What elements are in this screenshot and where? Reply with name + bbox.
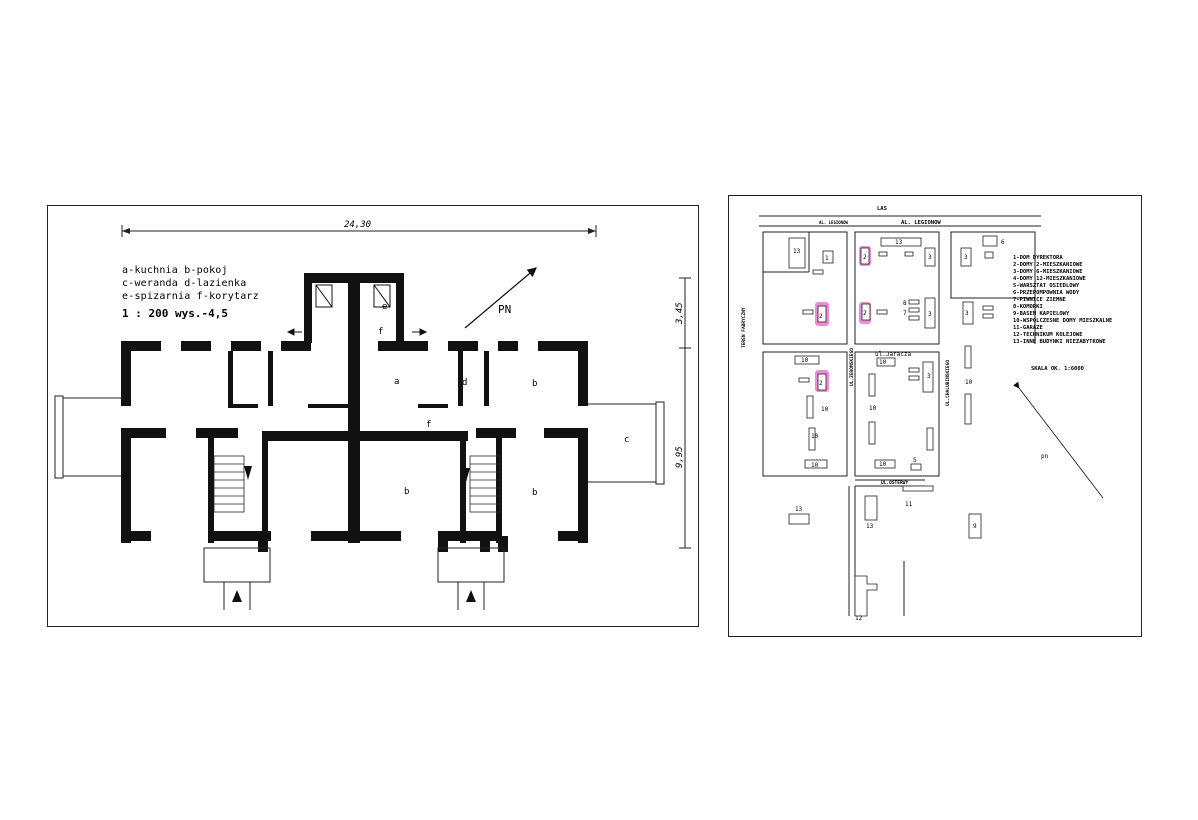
num-12: 12 xyxy=(855,615,863,622)
num-10-g: 10 xyxy=(879,461,887,468)
floor-plan-drawing: a-kuchnia b-pokoj c-weranda d-lazienka e… xyxy=(54,220,691,610)
legend-12: 12-TECHNIKUM KOLEJOWE xyxy=(1013,332,1083,338)
chimney-flues xyxy=(315,284,391,308)
street-chalubinskiego: UL.CHALUBINSKIEGO xyxy=(945,360,951,406)
num-13-d: 13 xyxy=(866,523,874,530)
height-dimension: 3,45 9,95 xyxy=(675,277,691,549)
legend-4: 4-DOMY 12-MIESZKANIOWE xyxy=(1013,276,1086,282)
room-label-b-2: b xyxy=(404,487,409,497)
room-label-e: e xyxy=(382,302,387,312)
num-10-b: 10 xyxy=(821,406,829,413)
num-10-d: 10 xyxy=(811,462,819,469)
num-3-b: 3 xyxy=(964,254,968,261)
room-label-b-1: b xyxy=(532,379,537,389)
scale-label: 1 : 200 wys.-4,5 xyxy=(122,307,228,320)
staircases xyxy=(213,455,501,513)
north-label: PN xyxy=(498,303,511,316)
width-dimension-label: 24,30 xyxy=(344,220,371,230)
num-2-d: 2 xyxy=(819,380,823,387)
legend-3: 3-DOMY 6-MIESZKANIOWE xyxy=(1013,269,1083,275)
height-main-label: 9,95 xyxy=(675,446,685,468)
num-2-c: 2 xyxy=(863,310,867,317)
room-label-d: d xyxy=(462,378,467,388)
num-3-e: 3 xyxy=(927,373,931,380)
site-legend: 1-DOM DYREKTORA 2-DOMY 2-MIESZKANIOWE 3-… xyxy=(1013,255,1112,345)
label-teren-fabryczny: TEREN FABRYCZNY xyxy=(741,307,747,348)
num-7-a: 7 xyxy=(903,310,907,317)
legend-line-3: e-spizarnia f-korytarz xyxy=(122,291,259,302)
num-1: 1 xyxy=(825,255,829,262)
door-arrow-left xyxy=(286,328,302,336)
legend-1: 1-DOM DYREKTORA xyxy=(1013,255,1063,261)
building-outline xyxy=(121,273,588,552)
num-6: 6 xyxy=(1001,239,1005,246)
room-label-f-1: f xyxy=(426,420,431,430)
north-arrow: PN xyxy=(464,267,537,329)
num-2-a: 2 xyxy=(863,254,867,261)
room-label-b-3: b xyxy=(532,488,537,498)
num-3-c: 3 xyxy=(928,311,932,318)
street-jaracza: ul.Jaracza xyxy=(875,351,912,358)
legend-7: 7-PIWNICE ZIEMNE xyxy=(1013,297,1066,303)
legend-6: 6-PRZEPOMPOWNIA WODY xyxy=(1013,290,1080,296)
street-legionow: AL. LEGIONOW xyxy=(901,220,941,226)
legend-9: 9-BASEN KAPIELOWY xyxy=(1013,311,1070,317)
room-label-f-2: f xyxy=(378,327,383,337)
num-13-c: 13 xyxy=(795,506,803,513)
num-10-c: 10 xyxy=(811,433,819,440)
room-label-c: c xyxy=(624,435,629,445)
floor-plan-panel: a-kuchnia b-pokoj c-weranda d-lazienka e… xyxy=(47,205,699,627)
street-legionow-small: AL. LEGIONOW xyxy=(819,220,848,225)
verandas xyxy=(54,395,665,610)
street-zeromskiego: UL.ZEROMSKIEGO xyxy=(849,348,855,386)
legend-2: 2-DOMY 2-MIESZKANIOWE xyxy=(1013,262,1083,268)
num-3-d: 3 xyxy=(965,310,969,317)
num-10-h: 10 xyxy=(965,379,973,386)
label-las: LAS xyxy=(877,206,887,212)
site-plan-drawing: LAS AL. LEGIONOW AL. LEGIONOW TEREN FABR… xyxy=(741,206,1112,622)
num-5: 5 xyxy=(913,457,917,464)
legend-line-2: c-weranda d-lazienka xyxy=(122,278,246,289)
street-osterwy: UL.OSTERWY xyxy=(881,480,908,486)
width-dimension: 24,30 xyxy=(121,220,597,237)
num-10-f: 10 xyxy=(869,405,877,412)
site-north-arrow: pn xyxy=(1013,381,1104,499)
legend-11: 11-GARAZE xyxy=(1013,325,1043,331)
num-11: 11 xyxy=(905,501,913,508)
num-10-e: 10 xyxy=(879,359,887,366)
legend-8: 8-KOMORKI xyxy=(1013,304,1043,310)
site-buildings xyxy=(788,235,998,617)
height-top-label: 3,45 xyxy=(675,302,685,325)
site-north-label: pn xyxy=(1041,453,1049,460)
legend-line-1: a-kuchnia b-pokoj xyxy=(122,265,228,276)
room-label-a: a xyxy=(394,377,399,387)
legend-5: 5-WARSZTAT OSIEDLOWY xyxy=(1013,283,1080,289)
num-2-b: 2 xyxy=(819,313,823,320)
num-8-a: 8 xyxy=(903,300,907,307)
site-plan-panel: LAS AL. LEGIONOW AL. LEGIONOW TEREN FABR… xyxy=(728,195,1142,637)
num-13-b: 13 xyxy=(895,239,903,246)
num-3-a: 3 xyxy=(928,254,932,261)
entrance-arrows xyxy=(232,590,476,602)
building-numbers: 13 1 2 13 3 3 6 2 2 3 3 8 7 10 2 10 10 1… xyxy=(793,239,1005,622)
legend-10: 10-WSPOLCZESNE DOMY MIESZKALNE xyxy=(1013,318,1112,324)
site-blocks xyxy=(762,231,1036,616)
num-13-a: 13 xyxy=(793,248,801,255)
site-scale-label: SKALA OK. 1:6000 xyxy=(1031,366,1084,372)
door-arrow-right xyxy=(412,328,428,336)
legend-13: 13-INNE BUDYNKI NIEZABYTKOWE xyxy=(1013,339,1106,345)
num-10-a: 10 xyxy=(801,357,809,364)
num-9: 9 xyxy=(973,523,977,530)
